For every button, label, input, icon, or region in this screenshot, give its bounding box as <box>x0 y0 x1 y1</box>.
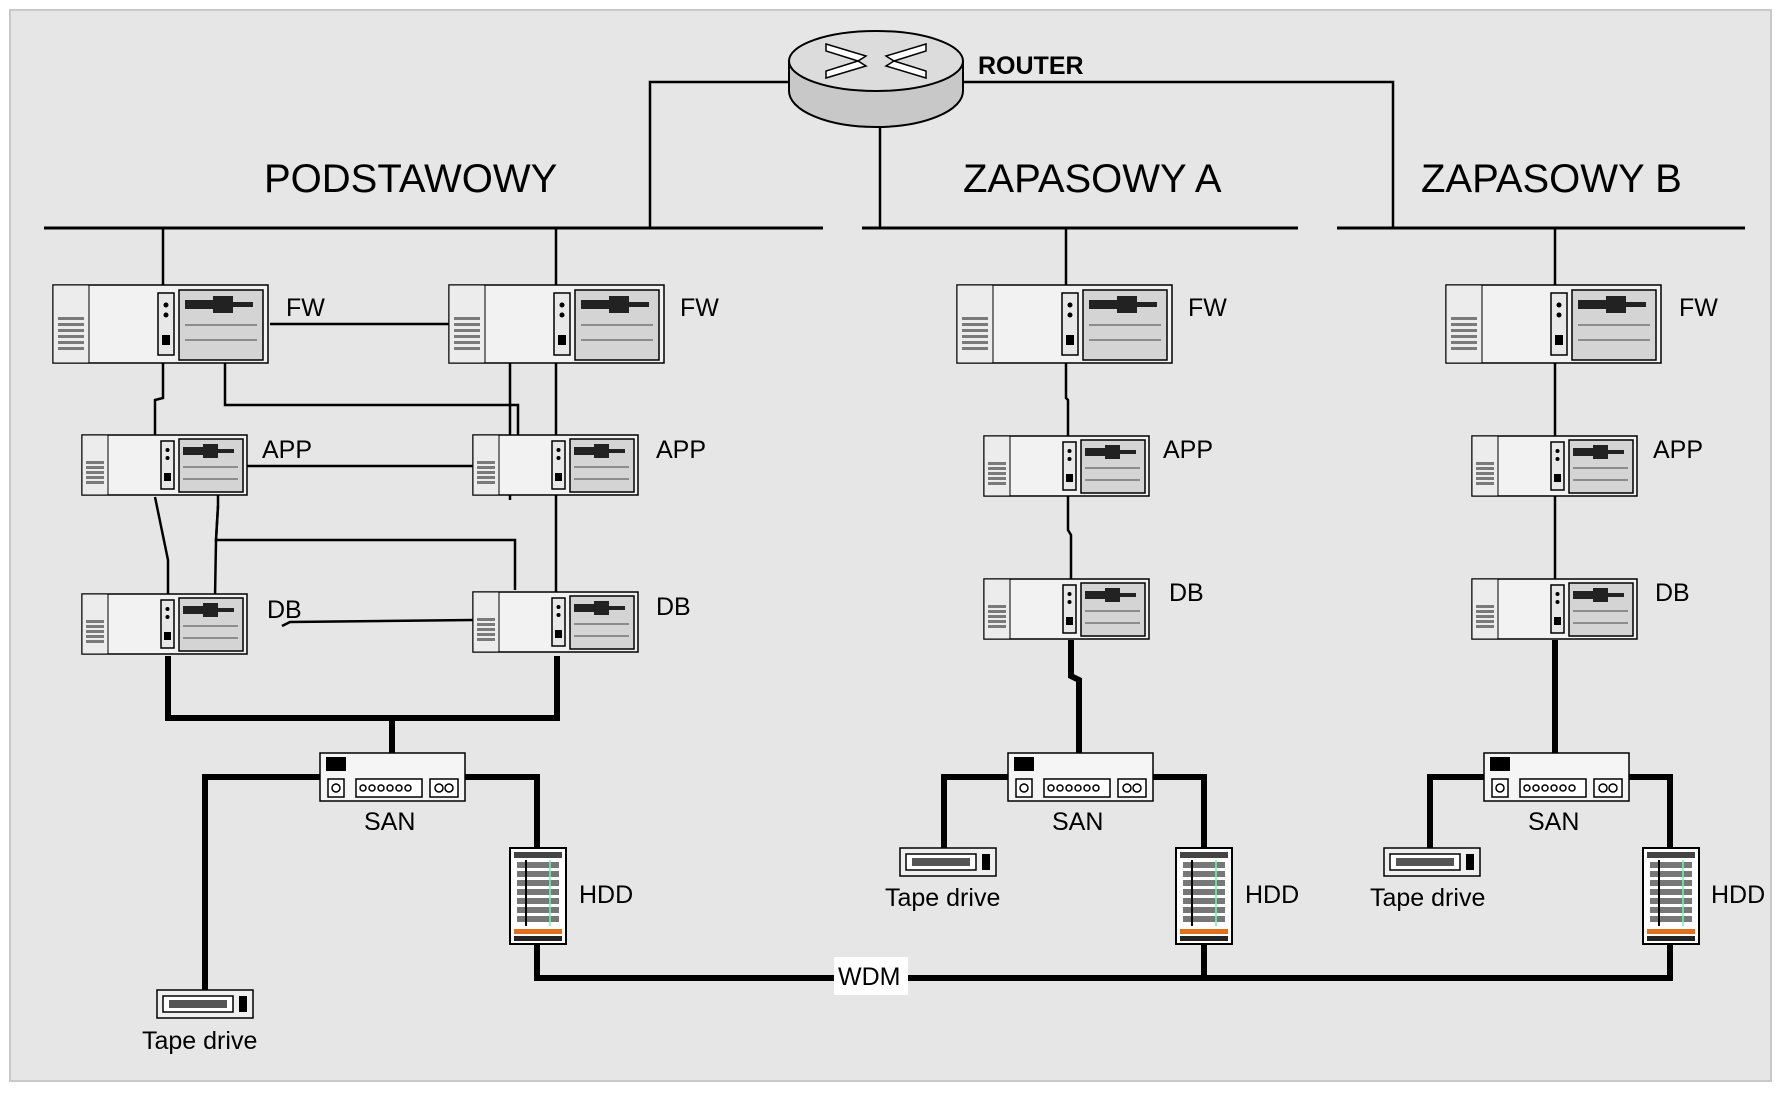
primary-san-switch-icon <box>320 753 465 801</box>
backup-a-san-label: SAN <box>1052 808 1103 836</box>
backup-a-fw-label: FW <box>1188 294 1227 322</box>
backup-a-tape-label: Tape drive <box>885 884 1000 912</box>
backup-b-tape-drive-icon <box>1384 848 1480 876</box>
primary-db-right-server-icon <box>473 592 638 652</box>
site-title-backup-b: ZAPASOWY B <box>1421 157 1682 201</box>
wdm-label: WDM <box>838 963 900 991</box>
primary-fw-right-server-icon <box>449 285 664 363</box>
backup-a-db-server-icon <box>984 579 1149 639</box>
backup-a-fw-server-icon <box>957 285 1172 363</box>
backup-b-db-label: DB <box>1655 579 1690 607</box>
primary-hdd-array-icon <box>510 848 566 944</box>
backup-b-fw-server-icon <box>1446 285 1661 363</box>
backup-b-hdd-label: HDD <box>1711 881 1765 909</box>
site-title-backup-a: ZAPASOWY A <box>963 157 1222 201</box>
backup-b-fw-label: FW <box>1679 294 1718 322</box>
primary-app-left-label: APP <box>262 436 312 464</box>
primary-app-right-label: APP <box>656 436 706 464</box>
primary-app-right-server-icon <box>473 435 638 495</box>
primary-tape-label: Tape drive <box>142 1027 257 1055</box>
backup-a-hdd-label: HDD <box>1245 881 1299 909</box>
primary-hdd-label: HDD <box>579 881 633 909</box>
backup-a-app-label: APP <box>1163 436 1213 464</box>
primary-fw-left-label: FW <box>286 294 325 322</box>
primary-db-left-server-icon <box>82 594 247 654</box>
primary-fw-left-server-icon <box>53 285 268 363</box>
backup-a-hdd-array-icon <box>1176 848 1232 944</box>
backup-b-app-server-icon <box>1472 436 1637 496</box>
primary-db-left-label: DB <box>267 596 302 624</box>
backup-b-db-server-icon <box>1472 579 1637 639</box>
backup-b-san-switch-icon <box>1484 753 1629 801</box>
router-icon <box>789 31 963 127</box>
backup-a-db-label: DB <box>1169 579 1204 607</box>
backup-a-app-server-icon <box>984 436 1149 496</box>
primary-app-left-server-icon <box>82 435 247 495</box>
primary-fw-right-label: FW <box>680 294 719 322</box>
site-title-primary: PODSTAWOWY <box>264 157 557 201</box>
backup-a-tape-drive-icon <box>900 848 996 876</box>
primary-db-right-label: DB <box>656 593 691 621</box>
backup-b-san-label: SAN <box>1528 808 1579 836</box>
primary-tape-drive-icon <box>157 990 253 1018</box>
backup-b-tape-label: Tape drive <box>1370 884 1485 912</box>
router-label: ROUTER <box>978 52 1084 80</box>
primary-san-label: SAN <box>364 808 415 836</box>
backup-b-hdd-array-icon <box>1643 848 1699 944</box>
backup-a-san-switch-icon <box>1008 753 1153 801</box>
backup-b-app-label: APP <box>1653 436 1703 464</box>
